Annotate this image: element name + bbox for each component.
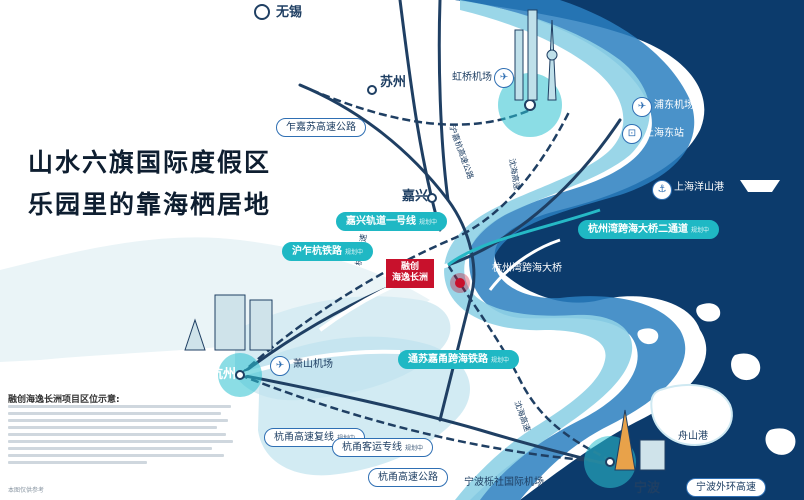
note-body xyxy=(8,405,240,468)
label-bay-bridge: 杭州湾跨海大桥 xyxy=(492,263,562,274)
city-suzhou: 苏州 xyxy=(380,75,407,90)
plane-icon-hongqiao: ✈ xyxy=(494,68,514,88)
hangzhou-buildings xyxy=(184,294,273,351)
headline-line-2: 乐园里的靠海栖居地 xyxy=(28,190,272,219)
pill-ningbo-ring: 宁波外环高速 xyxy=(686,478,766,497)
note-line xyxy=(8,454,224,457)
hangzhou-dot xyxy=(235,370,245,380)
road-1 xyxy=(437,0,450,202)
label-pudong: 浦东机场 xyxy=(654,100,694,111)
island-5 xyxy=(765,428,796,455)
city-shanghai: 上海 xyxy=(578,97,605,112)
city-ningbo: 宁波 xyxy=(634,481,661,496)
anchor-icon-yangshan: ⚓ xyxy=(652,180,672,200)
pill-hangyong-road: 杭甬高速公路 xyxy=(368,468,448,487)
wuxi-dot xyxy=(254,4,270,20)
shanghai-towers xyxy=(514,9,558,101)
jiaxing-dot xyxy=(427,193,437,203)
bay-bridge xyxy=(488,238,561,291)
note-line xyxy=(8,419,229,422)
ningbo-buildings xyxy=(614,409,666,471)
city-jiaxing: 嘉兴 xyxy=(402,189,429,204)
note-line xyxy=(8,461,148,464)
note-line xyxy=(8,426,217,429)
teal-route xyxy=(447,208,601,267)
island-3 xyxy=(696,303,721,322)
rail-1 xyxy=(239,109,572,376)
note-footer: 本图仅供参考 xyxy=(8,487,45,494)
rail-3 xyxy=(446,264,611,462)
island-2 xyxy=(731,353,761,381)
pill-bay-tunnel: 杭州湾跨海大桥二通道规划中 xyxy=(578,220,720,239)
label-hongqiao: 虹桥机场 xyxy=(452,72,492,83)
note-line xyxy=(8,412,222,415)
suzhou-dot xyxy=(367,85,377,95)
city-wuxi: 无锡 xyxy=(276,5,303,20)
road-5 xyxy=(398,0,442,232)
label-lishe: 宁波栎社国际机场 xyxy=(464,477,544,488)
pill-huzha-rail: 沪乍杭铁路规划中 xyxy=(282,242,374,261)
label-yangshan: 上海洋山港 xyxy=(674,182,724,193)
pill-hangyong-ke: 杭甬客运专线规划中 xyxy=(332,438,434,457)
note-title: 融创海逸长洲项目区位示意: xyxy=(8,395,120,405)
label-xiaoshan: 萧山机场 xyxy=(293,359,333,370)
road-4 xyxy=(238,373,612,467)
ningbo-dot xyxy=(605,457,615,467)
project-label: 融创 海逸长洲 xyxy=(386,259,435,288)
note-line xyxy=(8,405,231,408)
train-icon-shanghai-east: ⊡ xyxy=(622,124,642,144)
plane-icon-xiaoshan: ✈ xyxy=(270,356,290,376)
headline-line-1: 山水六旗国际度假区 xyxy=(28,148,272,177)
label-shanghai-east: 上海东站 xyxy=(644,128,684,139)
label-zhoushan: 舟山港 xyxy=(678,431,708,442)
pill-zha-jia-su: 乍嘉苏高速公路 xyxy=(276,118,366,137)
sea-shallow xyxy=(455,0,695,500)
island-4 xyxy=(637,328,659,345)
note-line xyxy=(8,433,227,436)
note-line xyxy=(8,447,213,450)
plane-icon-pudong: ✈ xyxy=(632,97,652,117)
project-dot xyxy=(455,278,465,288)
city-hangzhou: 杭州 xyxy=(210,367,237,382)
note-line xyxy=(8,440,234,443)
project-label-line-2: 海逸长洲 xyxy=(392,273,429,284)
pill-tongsu-rail: 通苏嘉甬跨海铁路规划中 xyxy=(398,350,520,369)
pill-jiaxing-rail: 嘉兴轨道一号线规划中 xyxy=(336,212,448,231)
sea-area xyxy=(455,0,804,500)
project-label-line-1: 融创 xyxy=(401,262,420,272)
ship-icon xyxy=(740,180,780,192)
zhoushan-island xyxy=(650,384,733,447)
shanghai-dot xyxy=(524,99,536,111)
